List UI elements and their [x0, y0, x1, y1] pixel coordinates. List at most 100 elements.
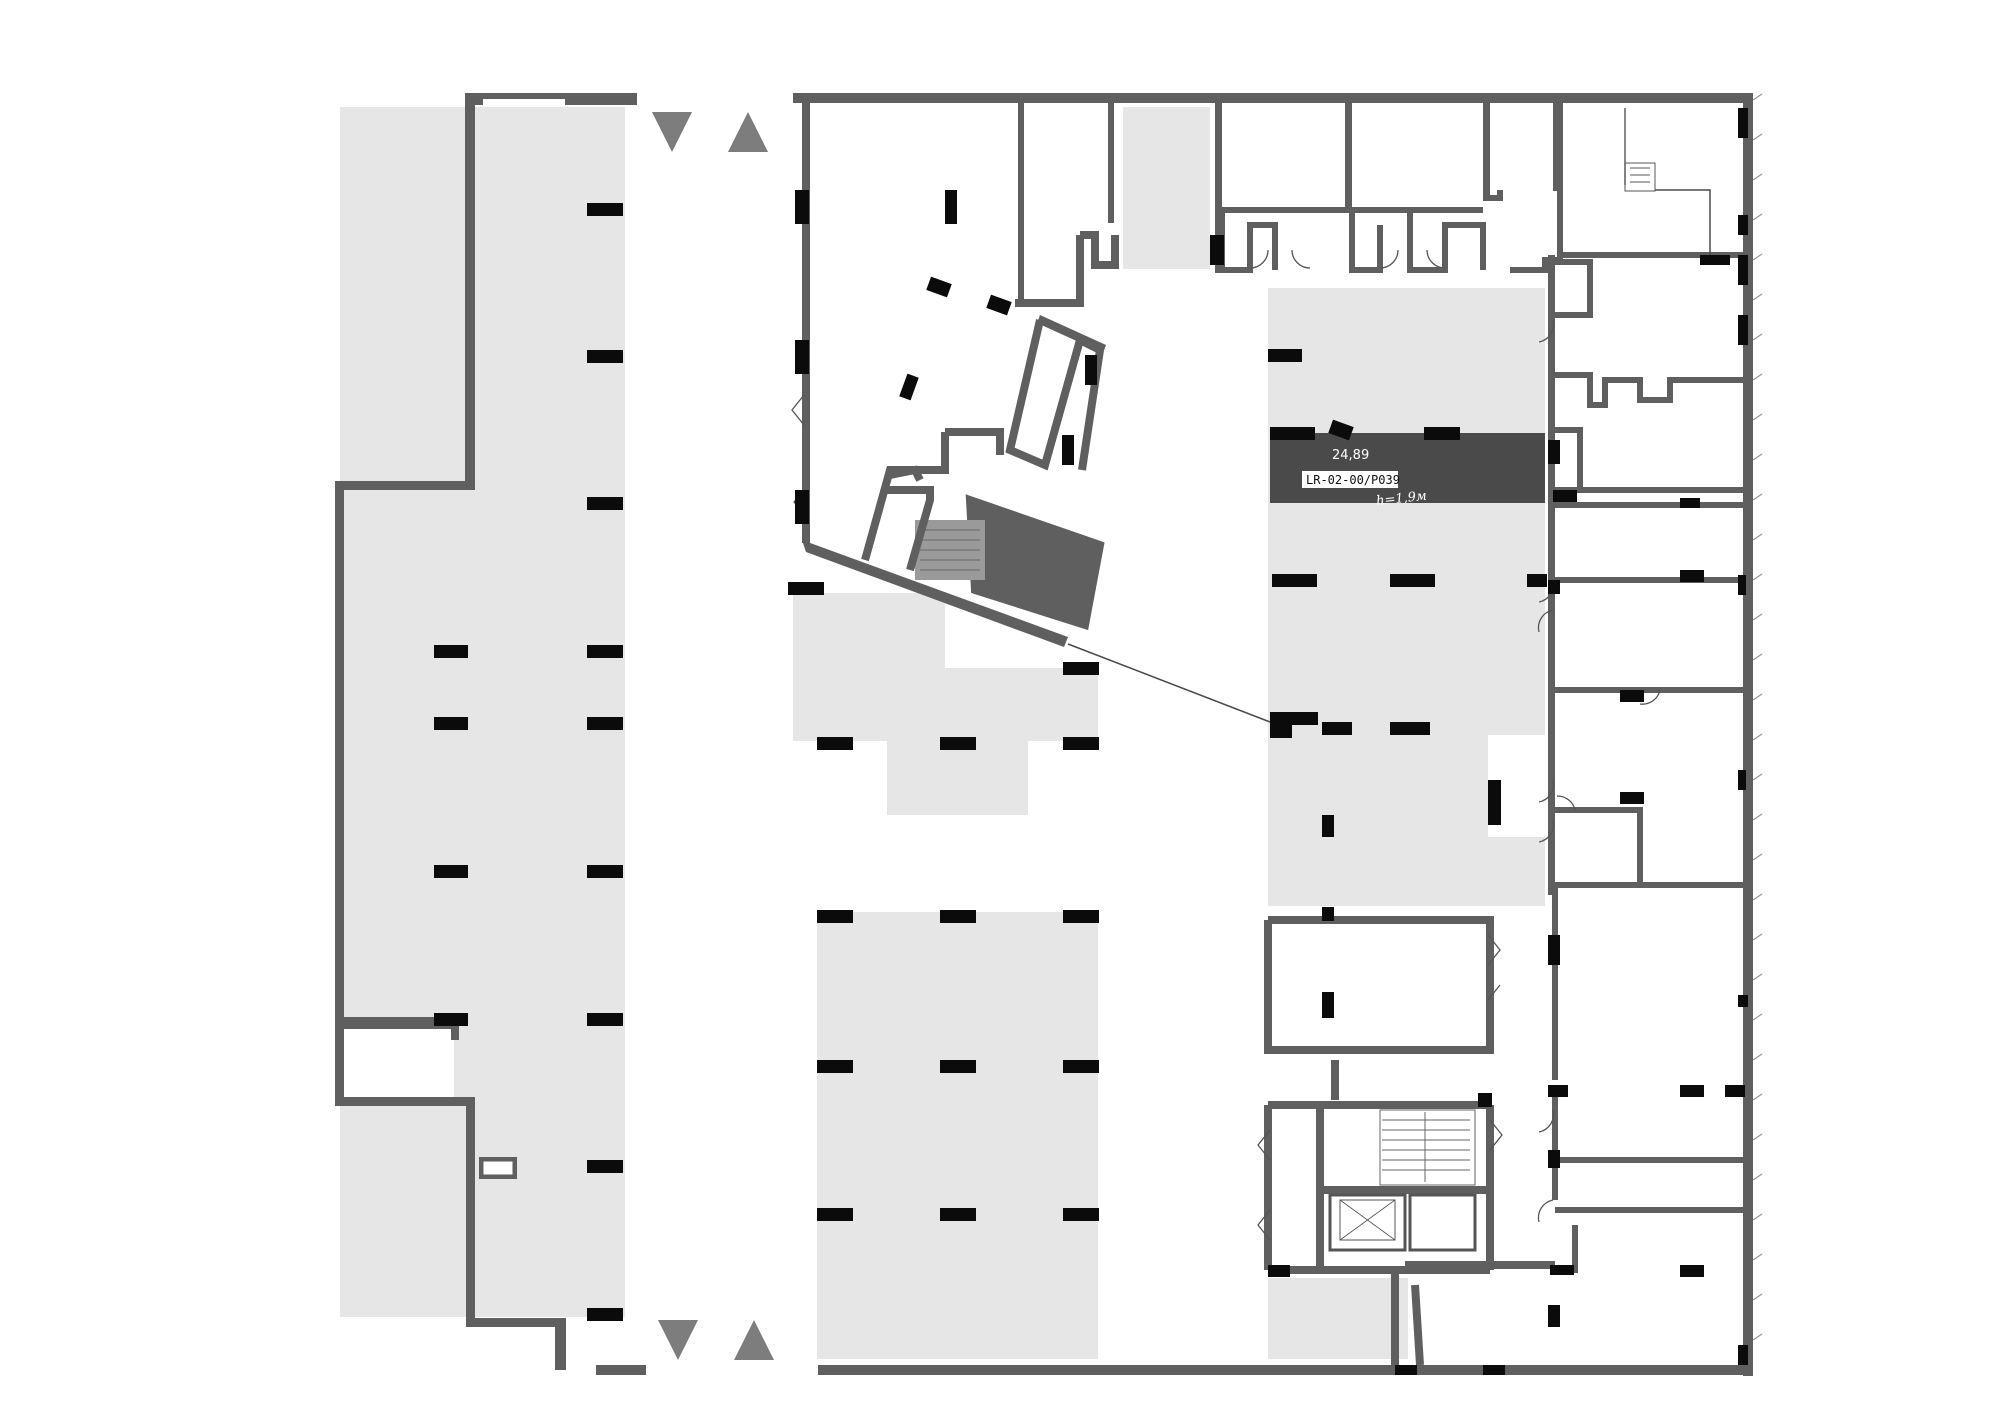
exterior-hatch [1752, 93, 1763, 1341]
column [1063, 737, 1099, 750]
reference-line [1067, 643, 1271, 723]
column [926, 276, 952, 298]
column [1548, 580, 1560, 594]
column [945, 190, 957, 224]
column [1478, 1093, 1492, 1107]
column [1395, 1365, 1417, 1375]
column [1322, 907, 1334, 921]
structural-columns [434, 108, 1748, 1375]
column [1548, 440, 1560, 464]
arrow-down-icon [658, 1320, 698, 1360]
column [1483, 1365, 1505, 1375]
column [1738, 315, 1748, 345]
column [587, 350, 623, 363]
column [1063, 1060, 1099, 1073]
column [587, 865, 623, 878]
column [1553, 490, 1577, 502]
column [940, 1208, 976, 1221]
north-west-rooms [791, 103, 1119, 647]
south-east-core [1257, 916, 1555, 1366]
column [817, 1060, 853, 1073]
column [1680, 1085, 1704, 1097]
column [1390, 722, 1430, 735]
column [788, 582, 824, 595]
column [1328, 419, 1354, 441]
north-rooms [1215, 103, 1743, 273]
arrow-up-icon [728, 112, 768, 152]
column [795, 190, 809, 224]
column [940, 1060, 976, 1073]
space-height-label: h=1,9м [1375, 489, 1427, 509]
parking-zone-north-aisle [1123, 107, 1210, 269]
column [1548, 935, 1560, 965]
column [1680, 1265, 1704, 1277]
column [899, 373, 919, 401]
parking-zone-south-east [1268, 1278, 1408, 1359]
column [1738, 575, 1746, 595]
column [817, 910, 853, 923]
column [1738, 215, 1748, 235]
column [1322, 992, 1334, 1018]
column [434, 1013, 468, 1026]
column [1680, 498, 1700, 508]
column [587, 1160, 623, 1173]
east-rooms [1537, 255, 1743, 1273]
column [1550, 1265, 1574, 1275]
column [1488, 780, 1501, 825]
column [986, 294, 1012, 316]
column [940, 910, 976, 923]
space-code-box [1302, 471, 1398, 488]
column [817, 1208, 853, 1221]
column [940, 737, 976, 750]
column [587, 1013, 623, 1026]
column [1085, 355, 1097, 385]
column [434, 717, 468, 730]
column [1270, 427, 1315, 440]
column [1700, 255, 1730, 265]
column [1548, 1085, 1568, 1097]
column [795, 490, 809, 524]
column [434, 645, 468, 658]
column [1620, 792, 1644, 804]
column [1272, 574, 1317, 587]
column [1424, 427, 1460, 440]
space-code-label: LR-02-00/P039 [1306, 473, 1400, 487]
space-area-label: 24,89 [1332, 448, 1369, 463]
parking-zone-west [340, 107, 625, 1317]
column [1738, 995, 1748, 1007]
column [1738, 108, 1748, 138]
column [1390, 574, 1435, 587]
column [1270, 712, 1318, 725]
column [1738, 770, 1746, 790]
column [587, 497, 623, 510]
column [1268, 349, 1302, 362]
column [434, 865, 468, 878]
column [1210, 235, 1224, 265]
selected-parking-space[interactable] [1270, 433, 1545, 503]
column [587, 645, 623, 658]
west-block-walls [335, 93, 646, 1375]
column [1738, 255, 1748, 285]
column [587, 203, 623, 216]
column [1268, 1265, 1290, 1277]
arrow-down-icon [652, 112, 692, 152]
column [795, 340, 809, 374]
column [1548, 1305, 1560, 1327]
column [1062, 435, 1074, 465]
parking-zone-center-mid-lower [887, 741, 1028, 815]
column [1063, 662, 1099, 675]
column [1680, 570, 1704, 582]
column [817, 737, 853, 750]
column [1270, 722, 1292, 738]
arrow-up-icon [734, 1320, 774, 1360]
column [1620, 690, 1644, 702]
column [1527, 574, 1547, 587]
traffic-arrows [652, 112, 774, 1360]
column [1063, 1208, 1099, 1221]
column [1063, 910, 1099, 923]
parking-zone-center-south [817, 912, 1098, 1359]
main-block-walls [793, 93, 1753, 1376]
column [587, 1308, 623, 1321]
column [1322, 722, 1352, 735]
